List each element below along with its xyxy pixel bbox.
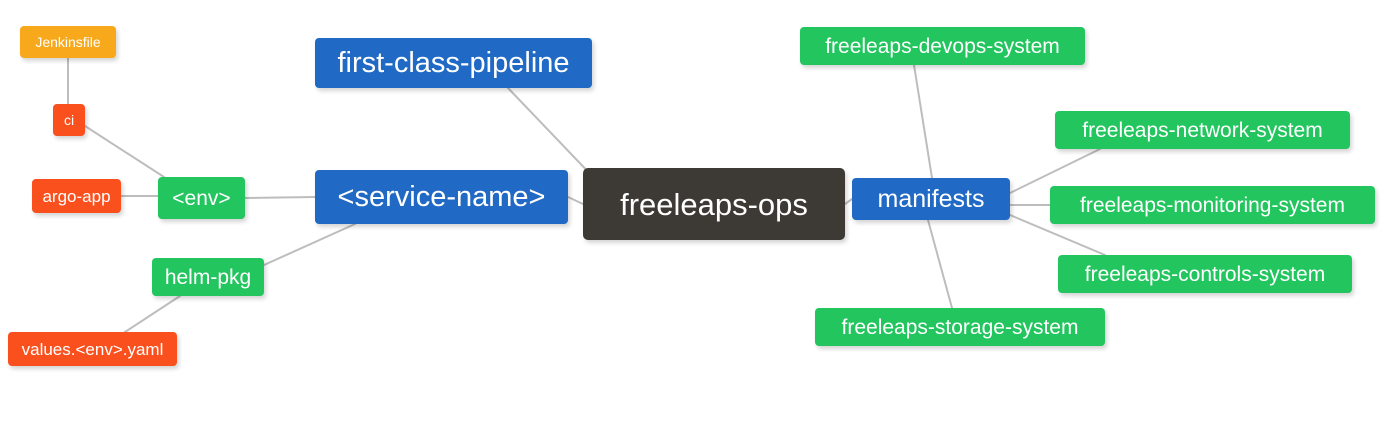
node-label: <service-name>	[337, 180, 546, 213]
edge-root-to-service-name	[567, 196, 584, 205]
node-argo-app[interactable]: argo-app	[32, 179, 121, 213]
edge-root-to-manifests	[844, 198, 853, 205]
node-ci[interactable]: ci	[53, 104, 85, 136]
edge-helm-pkg-to-values-yaml	[124, 295, 181, 333]
node-label: freeleaps-ops	[620, 186, 808, 222]
edge-manifests-to-storage-system	[927, 219, 953, 309]
node-network-system[interactable]: freeleaps-network-system	[1055, 111, 1350, 149]
node-label: <env>	[172, 186, 231, 210]
node-values-yaml[interactable]: values.<env>.yaml	[8, 332, 177, 366]
edge-service-name-to-helm-pkg	[263, 223, 356, 266]
node-label: argo-app	[42, 186, 111, 206]
node-monitoring-system[interactable]: freeleaps-monitoring-system	[1050, 186, 1375, 224]
node-label: helm-pkg	[164, 265, 252, 289]
edge-env-to-ci	[84, 125, 165, 178]
node-label: values.<env>.yaml	[21, 339, 164, 359]
node-env[interactable]: <env>	[158, 177, 245, 219]
node-manifests[interactable]: manifests	[852, 178, 1010, 220]
node-label: freeleaps-network-system	[1082, 118, 1323, 142]
node-label: freeleaps-storage-system	[841, 315, 1079, 339]
node-storage-system[interactable]: freeleaps-storage-system	[815, 308, 1105, 346]
node-label: ci	[63, 112, 75, 128]
node-label: freeleaps-monitoring-system	[1080, 193, 1345, 217]
node-devops-system[interactable]: freeleaps-devops-system	[800, 27, 1085, 65]
node-label: manifests	[877, 184, 985, 213]
node-label: Jenkinsfile	[35, 34, 101, 50]
node-first-class[interactable]: first-class-pipeline	[315, 38, 592, 88]
node-label: first-class-pipeline	[337, 46, 570, 79]
node-jenkinsfile[interactable]: Jenkinsfile	[20, 26, 116, 58]
node-controls-system[interactable]: freeleaps-controls-system	[1058, 255, 1352, 293]
edge-manifests-to-devops-system	[913, 64, 933, 179]
edge-root-to-first-class	[507, 87, 597, 181]
node-helm-pkg[interactable]: helm-pkg	[152, 258, 264, 296]
node-service-name[interactable]: <service-name>	[315, 170, 568, 224]
node-label: freeleaps-controls-system	[1084, 262, 1326, 286]
node-label: freeleaps-devops-system	[825, 34, 1060, 58]
node-root[interactable]: freeleaps-ops	[583, 168, 845, 240]
edge-service-name-to-env	[244, 196, 316, 199]
